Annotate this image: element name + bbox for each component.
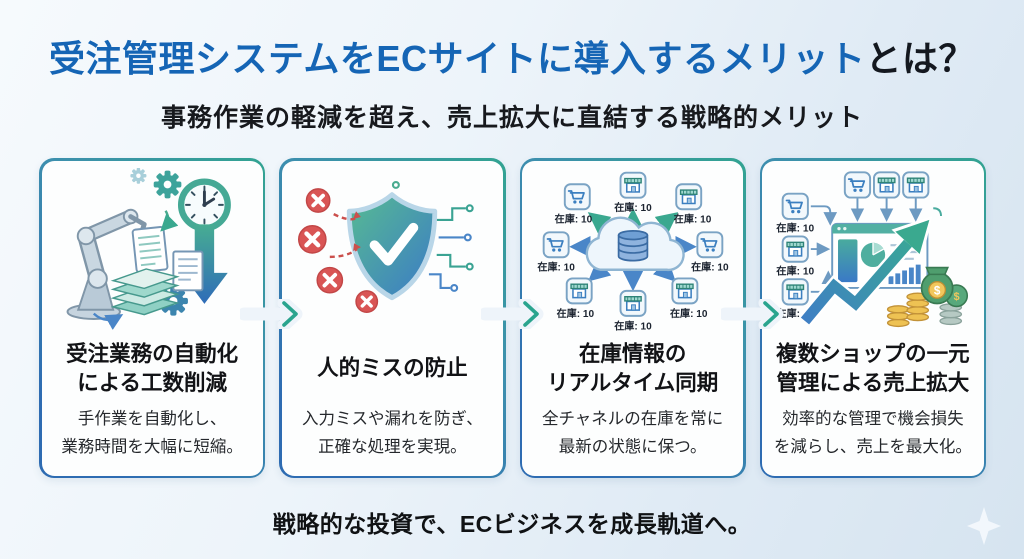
card-body: 効率的な管理で機会損失 を減らし、売上を最大化。 (773, 409, 972, 456)
gear-icon (153, 170, 182, 199)
dashboard-growth-illustration: 在庫: 10 在庫: 10 在庫: 10 (768, 166, 977, 338)
robot-automation-illustration (48, 166, 257, 338)
card-realtime-sync: 在庫: 10 在庫: 10 在庫: 10 在庫: 10 在庫: 10 在庫: 1… (519, 158, 746, 478)
curve-arrow-icon (160, 210, 179, 232)
store-icon (619, 171, 647, 199)
flow-arrow-icon (721, 299, 784, 329)
pie-chart-icon (860, 242, 886, 267)
coins-icon (886, 292, 962, 327)
flow-arrow-icon (240, 299, 303, 329)
cart-icon (563, 183, 591, 211)
check-icon (370, 222, 419, 266)
money-bag-icon: $ $ (920, 266, 968, 307)
store-icon (781, 277, 809, 305)
cart-icon (843, 170, 871, 199)
card-automation: 受注業務の自動化 による工数削減 手作業を自動化し、 業務時間を大幅に短縮。 (39, 158, 266, 478)
cloud-inventory-sync-icon: 在庫: 10 在庫: 10 在庫: 10 在庫: 10 在庫: 10 在庫: 1… (537, 171, 729, 332)
page-title: 受注管理システムをECサイトに導入するメリットとは？ (0, 30, 1024, 82)
store-icon (671, 277, 698, 305)
inventory-label: 在庫: 10 (670, 307, 708, 320)
card-title: 在庫情報の リアルタイム同期 (546, 341, 719, 395)
store-icon (902, 170, 930, 199)
benefit-cards-row: 受注業務の自動化 による工数削減 手作業を自動化し、 業務時間を大幅に短縮。 (39, 158, 986, 478)
sidebar-panel (837, 238, 858, 282)
card-multi-shop-growth: 在庫: 10 在庫: 10 在庫: 10 (759, 158, 986, 478)
gear-icon (130, 168, 147, 184)
inventory-label: 在庫: 10 (556, 307, 594, 320)
shield-check-illustration (288, 166, 497, 338)
flow-arrow-icon (481, 299, 544, 329)
store-icon (872, 170, 901, 199)
card-title: 複数ショップの一元 管理による売上拡大 (776, 341, 970, 395)
dashed-arrow-icon (330, 247, 359, 258)
cart-icon (696, 231, 723, 259)
page-title-highlight: 受注管理システムをECサイトに導入するメリット (49, 38, 866, 79)
bar-chart-icon (888, 264, 921, 284)
channel-icons: 在庫: 10 在庫: 10 在庫: 10 在庫: 10 在庫: 10 在庫: 1… (537, 171, 729, 332)
robot-arm-icon (66, 208, 147, 320)
inventory-label: 在庫: 10 (614, 201, 652, 214)
page-subtitle: 事務作業の軽減を超え、売上拡大に直結する戦略的メリット (160, 104, 863, 132)
circuit-lines-icon (392, 180, 475, 292)
dollar-sign: $ (934, 284, 941, 297)
shield-check-icon (298, 180, 475, 313)
page-title-suffix: とは？ (865, 38, 975, 79)
store-icon (674, 183, 702, 211)
cloud-sync-illustration: 在庫: 10 在庫: 10 在庫: 10 在庫: 10 在庫: 10 在庫: 1… (528, 166, 737, 338)
growth-arrow-icon (798, 215, 933, 326)
inventory-label: 在庫: 10 (537, 261, 575, 274)
document-icon (131, 226, 169, 274)
cart-icon (542, 231, 570, 259)
clock-icon (178, 178, 232, 232)
card-body: 手作業を自動化し、 業務時間を大幅に短縮。 (61, 409, 243, 456)
card-title: 人的ミスの防止 (317, 356, 468, 380)
store-icon (781, 234, 809, 263)
card-error-prevention: 人的ミスの防止 入力ミスや漏れを防ぎ、 正確な処理を実現。 (279, 158, 506, 478)
inventory-label: 在庫: 10 (776, 264, 814, 277)
document-icon (172, 250, 204, 292)
inventory-label: 在庫: 10 (614, 319, 652, 332)
inventory-label: 在庫: 10 (776, 221, 814, 234)
dashed-arrow-icon (333, 212, 358, 220)
inventory-label: 在庫: 10 (554, 213, 592, 226)
database-icon (617, 229, 648, 262)
sparkle-icon (967, 507, 1001, 545)
inventory-label: 在庫: 10 (673, 213, 711, 226)
inventory-label: 在庫: 10 (691, 261, 729, 274)
document-stack-icon (110, 268, 180, 316)
cart-icon (781, 192, 809, 220)
card-body: 入力ミスや漏れを防ぎ、 正確な処理を実現。 (302, 409, 483, 456)
curve-arrow-icon (93, 312, 124, 330)
shield-icon (347, 191, 438, 300)
store-icon (619, 289, 647, 317)
card-title: 受注業務の自動化 による工数削減 (66, 341, 239, 395)
card-body: 全チャネルの在庫を常に 最新の状態に保つ。 (541, 409, 724, 456)
store-icon (565, 277, 593, 305)
footer-message: 戦略的な投資で、ECビジネスを成長軌道へ。 (272, 511, 752, 537)
robot-arm-clock-icon (66, 168, 232, 330)
dollar-sign: $ (953, 291, 959, 303)
multi-shop-growth-icon: 在庫: 10 在庫: 10 在庫: 10 (776, 170, 968, 327)
error-x-icons (298, 187, 379, 313)
